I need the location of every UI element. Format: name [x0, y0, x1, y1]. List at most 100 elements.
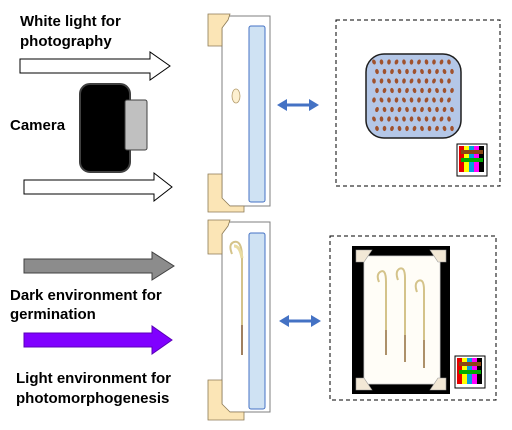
seed [447, 97, 451, 103]
seed [375, 106, 379, 113]
seed [439, 97, 444, 103]
seed [394, 59, 399, 65]
seed [442, 125, 447, 132]
seed [379, 59, 384, 65]
seed [420, 125, 424, 132]
seed [442, 87, 447, 94]
seed [372, 97, 376, 103]
seed [382, 106, 387, 113]
bottom-chamber-sideview [207, 219, 271, 421]
seed [397, 125, 402, 132]
white-light-arrow-top [19, 51, 171, 81]
camera-label: Camera [10, 117, 66, 134]
seed [375, 125, 379, 132]
seed [447, 59, 451, 65]
seed [439, 78, 444, 84]
double-arrow-bottom [279, 315, 321, 327]
seed [397, 68, 402, 75]
seed [450, 87, 454, 94]
seed [390, 106, 394, 113]
seed [382, 68, 387, 75]
seed [412, 87, 417, 94]
seed [420, 106, 424, 113]
seed [387, 116, 391, 122]
seed [372, 59, 376, 65]
seed [427, 87, 432, 94]
seed [439, 116, 444, 122]
seed [402, 78, 406, 84]
color-checker-icon [454, 355, 486, 389]
light-env-label-line1: Light environment for [16, 370, 171, 387]
seed [420, 68, 424, 75]
light-env-arrow [23, 325, 173, 355]
seed [450, 125, 454, 132]
seed [424, 59, 429, 65]
seed [402, 59, 406, 65]
seed [435, 87, 439, 94]
seed [394, 97, 399, 103]
seed [390, 125, 394, 132]
white-light-label-line2: photography [20, 33, 112, 50]
seed [432, 78, 436, 84]
seed [379, 78, 384, 84]
seed [412, 106, 417, 113]
seed [447, 116, 451, 122]
seed [417, 78, 421, 84]
seed [390, 68, 394, 75]
seed [405, 87, 409, 94]
seed [432, 116, 436, 122]
seed [427, 106, 432, 113]
dark-env-label-line1: Dark environment for [10, 287, 162, 304]
seed [447, 78, 451, 84]
dark-env-label-line2: germination [10, 306, 96, 323]
seed [372, 78, 376, 84]
color-checker-icon [456, 143, 488, 177]
white-light-label-line1: White light for [20, 13, 121, 30]
seed-grid [372, 59, 454, 132]
seed [397, 106, 402, 113]
seed [435, 125, 439, 132]
seed [375, 87, 379, 94]
seed [409, 116, 414, 122]
seed [420, 87, 424, 94]
seed [402, 116, 406, 122]
seed [387, 59, 391, 65]
dark-env-arrow [23, 251, 175, 281]
seed [432, 59, 436, 65]
seed [439, 59, 444, 65]
seed [427, 68, 432, 75]
double-arrow-top [277, 99, 319, 111]
seed [394, 78, 399, 84]
seed [409, 78, 414, 84]
top-chamber-sideview [207, 13, 271, 213]
seed [424, 78, 429, 84]
seed [405, 68, 409, 75]
seed [417, 59, 421, 65]
seed-image-panel [335, 19, 501, 187]
seed [417, 97, 421, 103]
camera-icon [79, 83, 148, 173]
seed [405, 106, 409, 113]
seed [442, 106, 447, 113]
seed [424, 116, 429, 122]
seed [382, 87, 387, 94]
seed [397, 87, 402, 94]
seed [427, 125, 432, 132]
seed [450, 106, 454, 113]
seed [417, 116, 421, 122]
seed [394, 116, 399, 122]
light-env-label-line2: photomorphogenesis [16, 390, 170, 407]
seedling-image-panel [329, 235, 497, 401]
seed [387, 78, 391, 84]
seed [435, 106, 439, 113]
seed [390, 87, 394, 94]
seed [442, 68, 447, 75]
seed [372, 116, 376, 122]
seed [412, 68, 417, 75]
seed [432, 97, 436, 103]
seed [450, 68, 454, 75]
seed [379, 97, 384, 103]
white-light-arrow-bottom [23, 171, 173, 203]
seed [409, 59, 414, 65]
